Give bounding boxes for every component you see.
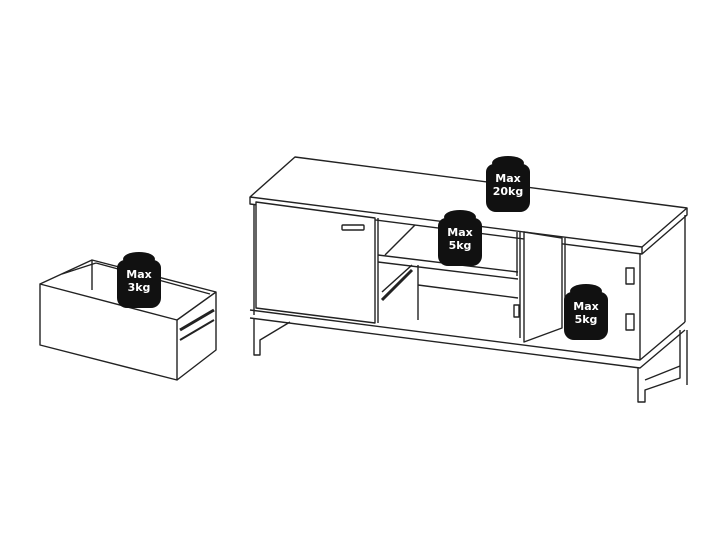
weight-label-line1: Max [573, 300, 599, 313]
tv-unit-illustration [249, 156, 688, 403]
weight-label-line1: Max [126, 268, 152, 281]
weight-label-line2: 20kg [492, 185, 524, 198]
drawer-illustration [39, 259, 217, 381]
weight-label-line2: 5kg [574, 313, 598, 326]
weight-label-line1: Max [447, 226, 473, 239]
weight-label-line1: Max [495, 172, 521, 185]
weight-label-line2: 3kg [127, 281, 151, 294]
weight-label-line2: 5kg [448, 239, 472, 252]
